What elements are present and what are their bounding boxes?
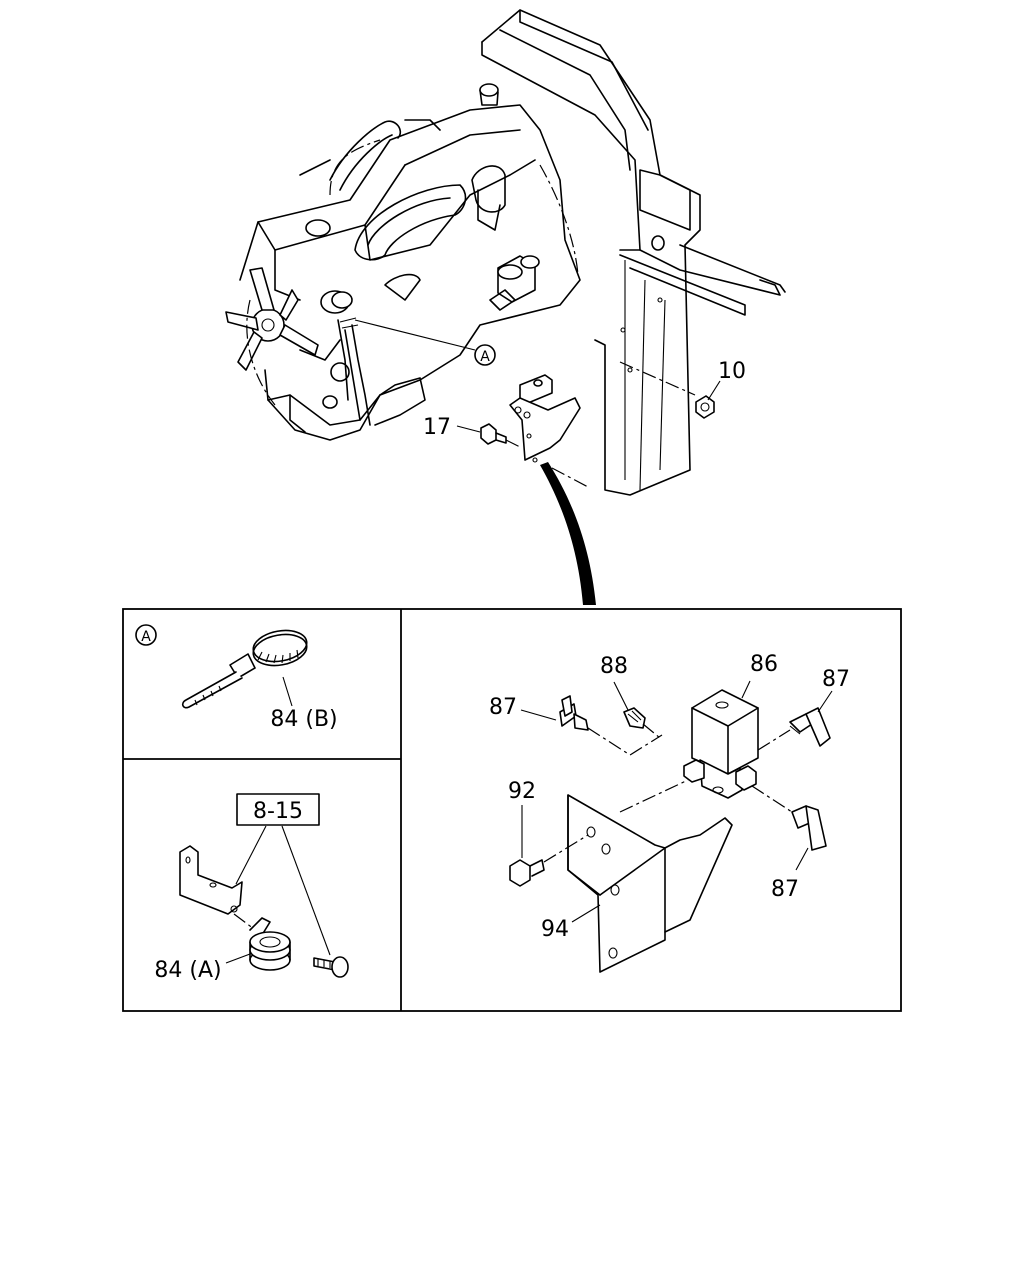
chassis-frame-icon — [481, 9, 786, 496]
elbow-87-bottom-icon — [751, 785, 827, 851]
panel-a-detail: A 84 (B) — [135, 624, 338, 732]
bolt-92-icon — [509, 834, 589, 887]
clip-bracket-icon — [179, 845, 263, 936]
elbow-87-left-icon — [559, 695, 663, 756]
callout-84b: 84 (B) — [270, 707, 337, 732]
elbow-87-right-icon — [757, 707, 831, 751]
panel-valve-detail: 87 88 86 87 87 92 94 — [489, 652, 850, 973]
callout-87-left: 87 — [489, 695, 517, 720]
callout-87-right: 87 — [822, 667, 850, 692]
grommet-icon — [249, 917, 291, 971]
panel-a-marker: A — [141, 629, 151, 645]
callout-88: 88 — [600, 654, 628, 679]
callout-86: 86 — [750, 652, 778, 677]
detail-marker-a: A — [474, 344, 496, 366]
cable-tie-icon — [181, 629, 308, 709]
callout-10: 10 — [718, 359, 746, 384]
engine-icon — [225, 83, 581, 441]
ref-box-label: 8-15 — [253, 799, 303, 824]
panel-clip-detail: 8-15 84 (A) — [154, 793, 349, 983]
solenoid-valve-icon — [683, 689, 759, 799]
fitting-88-icon — [623, 707, 661, 739]
callout-92: 92 — [508, 779, 536, 804]
callout-87-bottom: 87 — [771, 877, 799, 902]
detail-arrow — [540, 462, 596, 605]
screw-icon — [313, 956, 349, 978]
detail-frame — [122, 608, 902, 1012]
bracket-assembly-icon — [480, 374, 591, 489]
svg-text:A: A — [480, 349, 490, 365]
mounting-bracket-icon — [567, 779, 733, 973]
callout-84a: 84 (A) — [154, 958, 221, 983]
callout-94: 94 — [541, 917, 569, 942]
ref-box — [236, 793, 320, 826]
callout-17: 17 — [423, 415, 451, 440]
